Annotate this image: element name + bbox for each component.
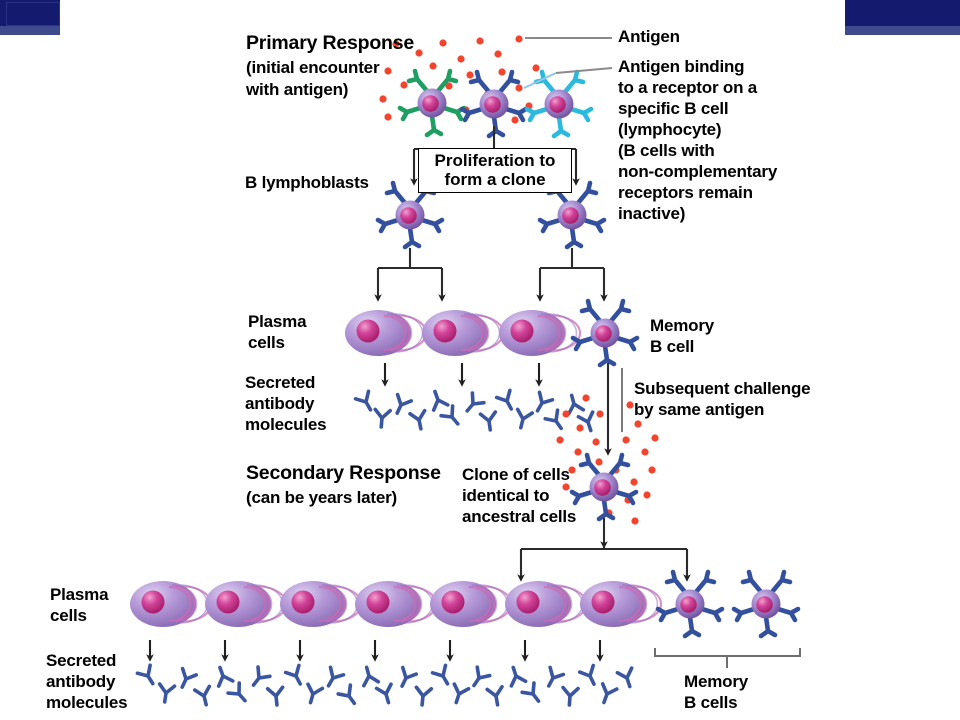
primary-response-sub-line1: (initial encounter <box>246 58 380 77</box>
secreted-label-line1: Secreted <box>245 373 316 392</box>
b-cell-green-receptors <box>400 71 464 135</box>
primary-response-heading: Primary Response <box>246 32 415 54</box>
banner-top-right-light <box>845 26 960 35</box>
antigen-binding-annotation: Antigen binding to a receptor on a speci… <box>618 56 848 224</box>
plasma-cell-primary-3 <box>497 308 582 358</box>
proliferation-caption-box: Proliferation to form a clone <box>418 148 572 193</box>
proliferation-line2: form a clone <box>444 170 546 189</box>
subsequent-challenge-line2: by same antigen <box>634 400 765 419</box>
clone-branch-arrows <box>374 248 608 302</box>
clone-of-cells-line2: identical to <box>462 486 550 505</box>
memory-b-cells-label-line1: Memory <box>684 672 748 691</box>
banner-top-left-inner <box>6 2 60 26</box>
leader-line-binding-hook <box>523 72 557 89</box>
b-cell-matching-receptors <box>462 72 526 136</box>
plasma-cells-bottom-label-line2: cells <box>50 606 87 625</box>
b-cell-cyan-receptors <box>527 72 591 136</box>
b-lymphoblasts-label: B lymphoblasts <box>245 173 369 192</box>
subsequent-challenge-line1: Subsequent challenge <box>634 379 811 398</box>
secreted-label-line2: antibody <box>245 394 315 413</box>
plasma-cell-secondary-1 <box>128 579 213 629</box>
secreted-antibodies-primary <box>353 387 600 435</box>
antigen-binding-line-7: receptors remain <box>618 183 753 202</box>
antigen-binding-line-3: specific B cell <box>618 99 729 118</box>
memory-b-cells-label-line2: B cells <box>684 693 738 712</box>
plasma-cells-label-line2: cells <box>248 333 285 352</box>
clone-of-cells-line3: ancestral cells <box>462 507 577 526</box>
secreted-bottom-label-line2: antibody <box>46 672 116 691</box>
plasma-cell-secondary-5 <box>428 579 513 629</box>
secreted-bottom-label-line3: molecules <box>46 693 128 712</box>
clone-of-cells-line1: Clone of cells <box>462 465 570 484</box>
plasma-cell-secondary-4 <box>353 579 438 629</box>
memory-b-cell-secondary-1 <box>658 572 722 636</box>
plasma-cell-secondary-2 <box>203 579 288 629</box>
plasma-cell-secondary-7 <box>578 579 663 629</box>
secretion-arrows-secondary <box>146 640 604 662</box>
banner-top-right-dark <box>845 0 960 26</box>
banner-top-left-light <box>0 26 60 35</box>
plasma-cells-bottom-label-line1: Plasma <box>50 585 109 604</box>
plasma-cells-label-line1: Plasma <box>248 312 307 331</box>
antigen-binding-line-2: to a receptor on a <box>618 78 758 97</box>
secreted-label-line3: molecules <box>245 415 327 434</box>
plasma-cell-secondary-3 <box>278 579 363 629</box>
leader-line-binding <box>555 67 613 74</box>
plasma-cell-primary-2 <box>420 308 505 358</box>
proliferation-line1: Proliferation to <box>434 151 556 170</box>
plasma-cell-secondary-6 <box>503 579 588 629</box>
memory-b-cell-primary <box>573 301 637 365</box>
antigen-label: Antigen <box>618 27 680 46</box>
antigen-binding-line-4: (lymphocyte) <box>618 120 722 139</box>
primary-response-sub-line2: with antigen) <box>246 80 349 99</box>
secreted-bottom-label-line1: Secreted <box>46 651 117 670</box>
memory-b-cell-label-line2: B cell <box>650 337 695 356</box>
memory-b-cell-secondary-2 <box>734 572 798 636</box>
secondary-response-heading: Secondary Response <box>246 462 441 484</box>
secreted-antibodies-secondary <box>135 663 639 710</box>
antigen-binding-line-5: (B cells with <box>618 141 715 160</box>
memory-b-cells-bracket <box>654 648 801 668</box>
secondary-response-sub: (can be years later) <box>246 488 397 507</box>
plasma-cell-primary-1 <box>343 308 428 358</box>
antigen-binding-line-6: non-complementary <box>618 162 778 181</box>
activated-clone-b-cell <box>572 455 636 519</box>
secretion-arrows-primary <box>381 363 543 387</box>
antigen-binding-line-1: Antigen binding <box>618 57 745 76</box>
secondary-branch-arrows <box>517 518 691 582</box>
memory-b-cell-label-line1: Memory <box>650 316 714 335</box>
antigen-binding-line-8: inactive) <box>618 204 686 223</box>
